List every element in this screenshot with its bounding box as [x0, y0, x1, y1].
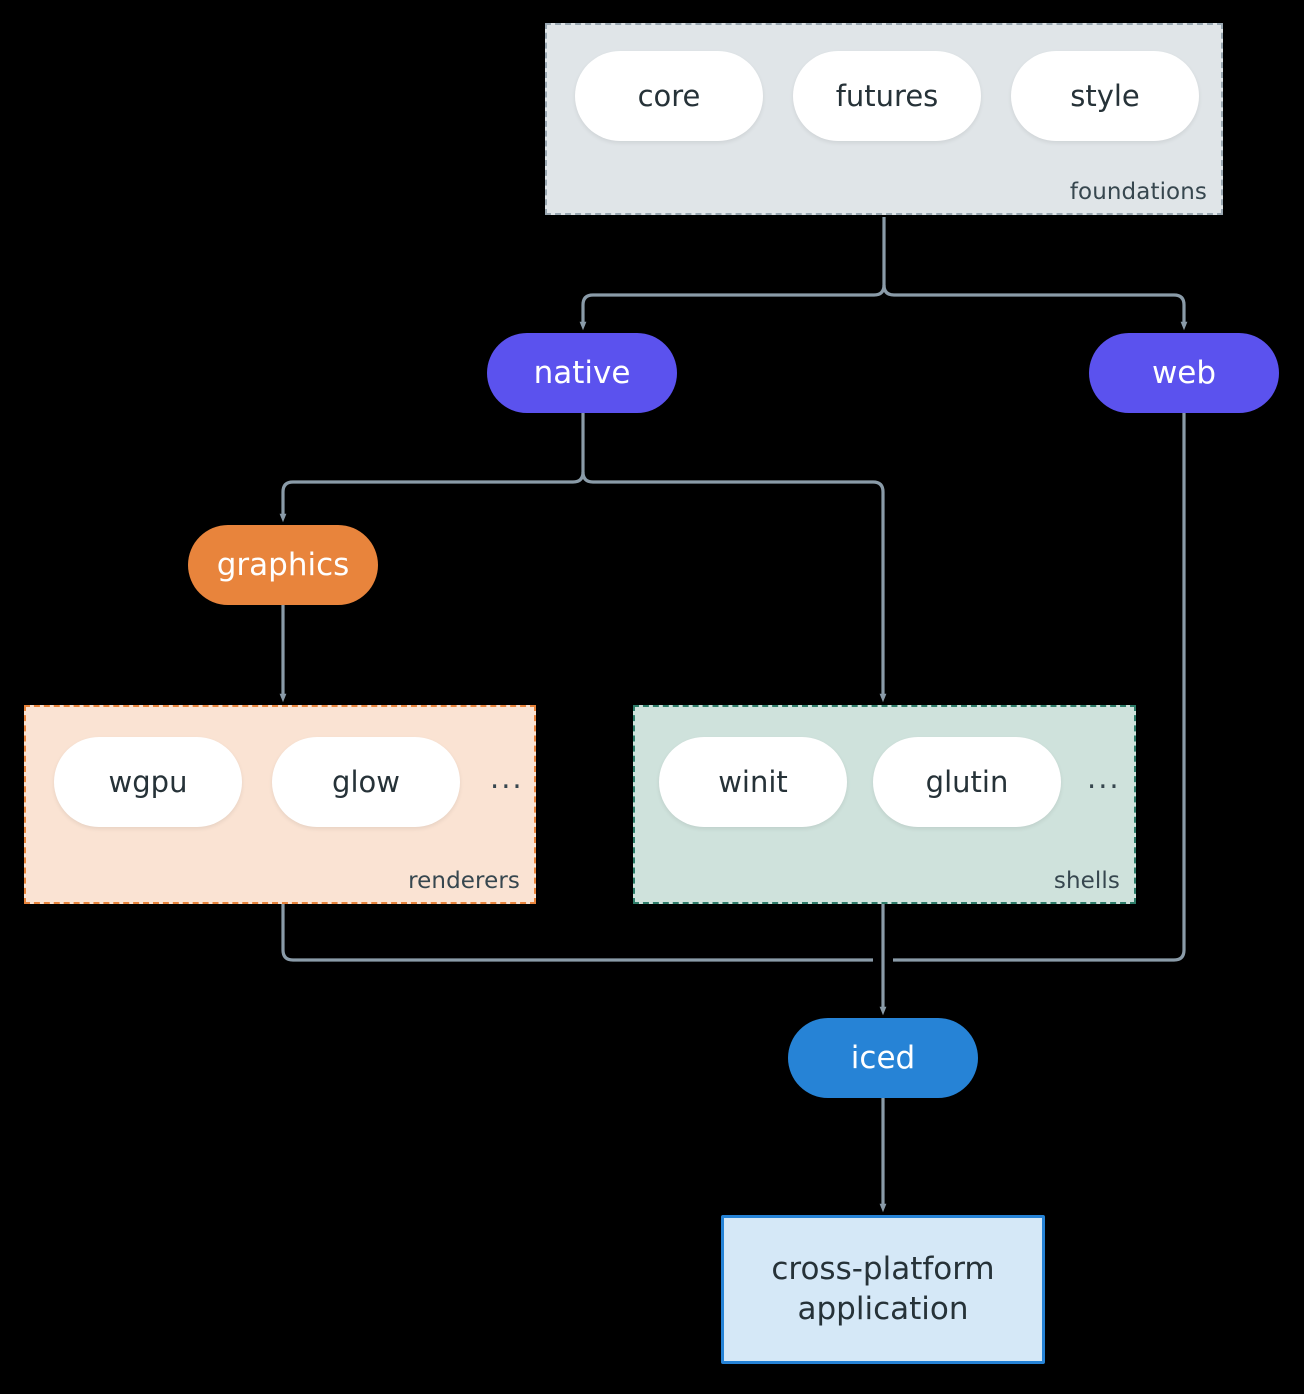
cluster-renderers: wgpu glow ... renderers	[24, 705, 536, 904]
node-graphics[interactable]: graphics	[188, 525, 378, 605]
edge-renderers-iced	[281, 904, 873, 962]
node-wgpu[interactable]: wgpu	[54, 737, 242, 827]
renderers-ellipsis: ...	[490, 760, 524, 795]
cluster-foundations: core futures style foundations	[545, 23, 1223, 215]
node-style[interactable]: style	[1011, 51, 1199, 141]
cluster-label-shells: shells	[1053, 868, 1120, 894]
cluster-label-renderers: renderers	[408, 868, 520, 894]
node-iced[interactable]: iced	[788, 1018, 978, 1098]
edge-native-graphics	[279, 471, 585, 523]
edge-native-shells	[581, 471, 887, 703]
application-line-1: cross-platform	[771, 1250, 995, 1287]
edge-foundations-native	[579, 284, 886, 331]
cluster-shells: winit glutin ... shells	[633, 705, 1136, 904]
node-web[interactable]: web	[1089, 333, 1279, 413]
node-core[interactable]: core	[575, 51, 763, 141]
node-winit[interactable]: winit	[659, 737, 847, 827]
node-futures[interactable]: futures	[793, 51, 981, 141]
cluster-label-foundations: foundations	[1069, 179, 1207, 205]
node-glow[interactable]: glow	[272, 737, 460, 827]
node-glutin[interactable]: glutin	[873, 737, 1061, 827]
shells-ellipsis: ...	[1087, 760, 1121, 795]
application-line-2: application	[797, 1290, 969, 1327]
node-native[interactable]: native	[487, 333, 677, 413]
node-cross-platform-application[interactable]: cross-platform application	[721, 1215, 1045, 1364]
edge-foundations-web	[882, 284, 1188, 331]
